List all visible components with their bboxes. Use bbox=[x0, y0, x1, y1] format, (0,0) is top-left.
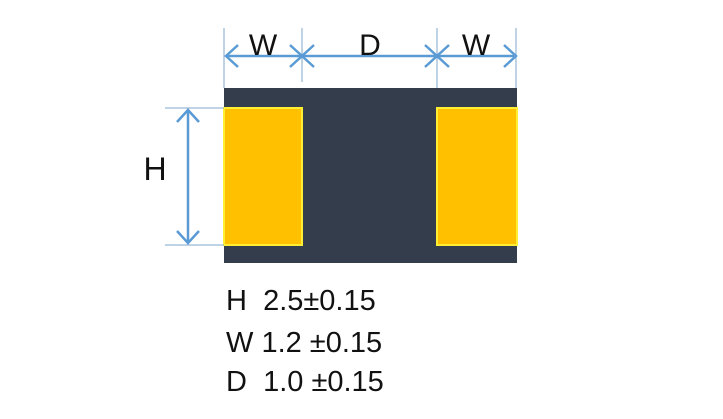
spec-name: D bbox=[226, 366, 247, 398]
dimension-arrows bbox=[176, 44, 518, 245]
d-label: D bbox=[359, 29, 381, 62]
spec-h: H 2.5±0.15 bbox=[226, 287, 376, 316]
w-right-label: W bbox=[462, 29, 491, 62]
spec-value: 1.0 ±0.15 bbox=[263, 366, 384, 398]
spec-name: H bbox=[226, 285, 247, 317]
spec-w: W 1.2 ±0.15 bbox=[226, 329, 382, 358]
left-pad bbox=[223, 107, 303, 246]
w-left-label: W bbox=[249, 29, 278, 62]
h-label: H bbox=[143, 151, 166, 187]
spec-value: 2.5±0.15 bbox=[263, 285, 376, 317]
spec-value: 1.2 ±0.15 bbox=[261, 327, 383, 359]
spec-d: D 1.0 ±0.15 bbox=[226, 368, 384, 397]
right-pad bbox=[436, 107, 518, 246]
spec-name: W bbox=[226, 327, 254, 359]
